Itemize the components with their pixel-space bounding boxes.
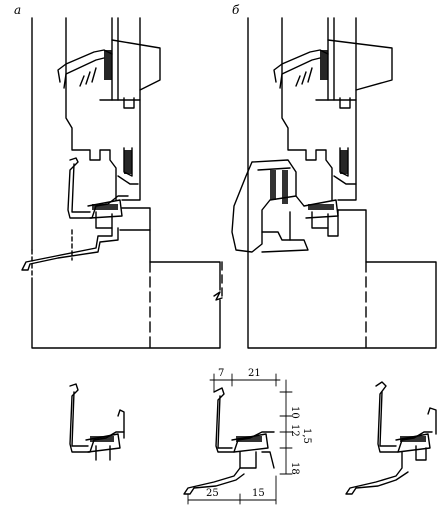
dim-right-18: 18 xyxy=(289,462,300,475)
profile-small xyxy=(69,383,125,461)
dim-right-12: 12 xyxy=(289,424,300,437)
dim-right-10: 10 xyxy=(289,406,300,419)
profile-dimensioned xyxy=(183,373,293,505)
dim-top-21: 21 xyxy=(248,368,261,379)
panel-b-label: б xyxy=(232,3,240,17)
dim-right-1-5: 1,5 xyxy=(301,428,312,444)
dim-bottom-25: 25 xyxy=(206,488,219,499)
profile-right xyxy=(345,381,437,495)
panel-a-section xyxy=(21,17,223,349)
dim-top-7: 7 xyxy=(218,368,224,379)
dim-bottom-15: 15 xyxy=(252,488,265,499)
panel-a-label: а xyxy=(14,3,21,17)
panel-b-section xyxy=(231,17,437,349)
